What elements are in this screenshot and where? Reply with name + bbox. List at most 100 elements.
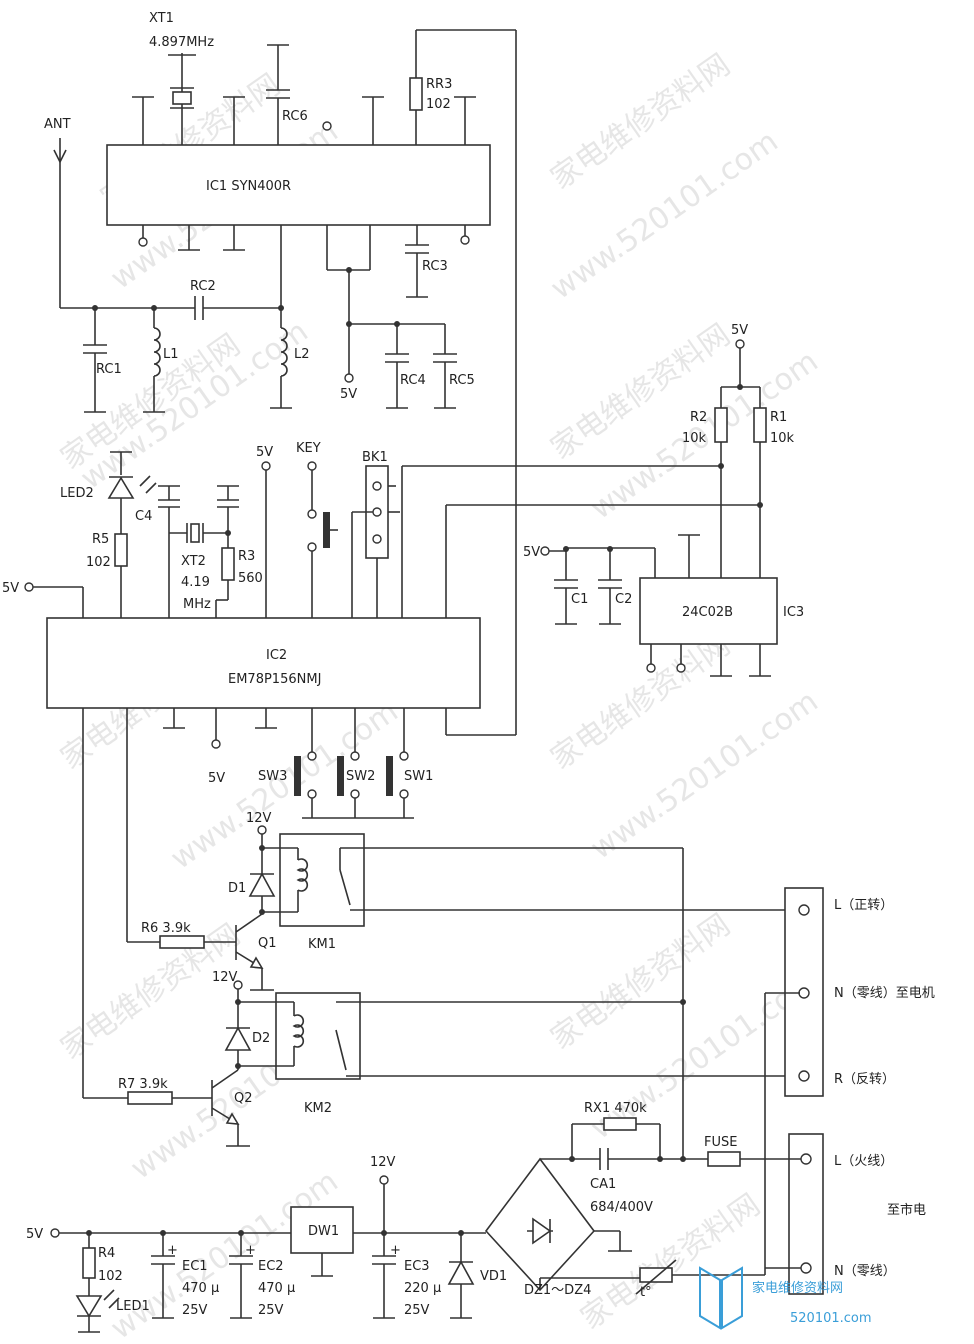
ic2-mcu-section: IC2 EM78P156NMJ 5V LED2 R5 102 C4 XT2: [2, 441, 481, 819]
r7-label: R7 3.9k: [118, 1077, 168, 1092]
sw1-label: SW1: [404, 769, 433, 784]
xt1-label: XT1: [149, 11, 174, 26]
l2-label: L2: [294, 347, 310, 362]
ic3-part: 24C02B: [682, 605, 733, 620]
key-label: KEY: [296, 441, 321, 456]
svg-text:+: +: [390, 1243, 401, 1258]
ec1-capacitance: 470 μ: [182, 1281, 219, 1296]
r3-value: 560: [238, 571, 263, 586]
vcc5-r-label: 5V: [731, 323, 748, 338]
c2-label: C2: [615, 592, 632, 607]
led1-diode: [75, 1295, 103, 1318]
r4-resistor: [82, 1247, 96, 1279]
xt2-crystal: [190, 523, 200, 543]
r7-resistor: [127, 1091, 173, 1105]
v5-left-label: 5V: [2, 581, 19, 596]
rc6-label: RC6: [282, 109, 308, 124]
q1-label: Q1: [258, 936, 277, 951]
term-r-rev-label: R（反转）: [834, 1072, 895, 1087]
r6-resistor: [159, 935, 205, 949]
term-l-live-label: L（火线）: [834, 1154, 893, 1169]
ic1-receiver-section: IC1 SYN400R XT1 4.897MHz RC6 RR3 102: [44, 11, 517, 736]
r2-resistor: [714, 407, 728, 443]
svg-text:t°: t°: [640, 1285, 652, 1300]
d2-diode: [224, 1026, 252, 1051]
d1-diode: [248, 872, 276, 897]
sw2-button: [337, 756, 344, 796]
d1-label: D1: [228, 881, 246, 896]
logo-text: 家电维修资料网: [752, 1280, 843, 1296]
ec2-label: EC2: [258, 1259, 284, 1274]
brand-logo: 家电维修资料网 520101.com: [699, 1266, 872, 1330]
term-n-mains-label: N（零线）: [834, 1264, 896, 1279]
q2-label: Q2: [234, 1091, 253, 1106]
km2-relay: [275, 992, 361, 1080]
km2-label: KM2: [304, 1101, 332, 1116]
ec3-voltage: 25V: [404, 1303, 430, 1318]
ec1-voltage: 25V: [182, 1303, 208, 1318]
vd1-label: VD1: [480, 1269, 507, 1284]
svg-text:+: +: [167, 1243, 178, 1258]
v12-c-label: 12V: [370, 1155, 396, 1170]
q1-transistor: [249, 956, 264, 969]
xt1-frequency: 4.897MHz: [149, 35, 214, 50]
fuse-label: FUSE: [704, 1135, 737, 1150]
v5-a-label: 5V: [340, 387, 357, 402]
watermark-site: www.520101.com: [105, 1164, 345, 1344]
ic3-eeprom-section: 5V R2 10k R1 10k 24C02B IC3 5V: [401, 323, 804, 677]
key-button: [323, 512, 330, 548]
led2-label: LED2: [60, 486, 94, 501]
rr3-value: 102: [426, 97, 451, 112]
r3-label: R3: [238, 549, 255, 564]
r4-label: R4: [98, 1246, 115, 1261]
r1-resistor: [753, 407, 767, 443]
ant-label: ANT: [44, 117, 71, 132]
rc5-label: RC5: [449, 373, 475, 388]
v5-e-label: 5V: [26, 1227, 43, 1242]
r4-value: 102: [98, 1269, 123, 1284]
r5-resistor: [114, 533, 128, 567]
sw2-label: SW2: [346, 769, 375, 784]
v5-c-label: 5V: [523, 545, 540, 560]
led1-label: LED1: [116, 1299, 150, 1314]
xt1-crystal: [172, 91, 192, 105]
l2-inductor: [280, 327, 288, 377]
ic1-body: [106, 144, 491, 226]
ec2-voltage: 25V: [258, 1303, 284, 1318]
r5-label: R5: [92, 532, 109, 547]
q2-transistor: [225, 1112, 240, 1125]
logo-url: 520101.com: [790, 1311, 872, 1326]
r3-resistor: [221, 547, 235, 581]
v12-b-label: 12V: [212, 970, 238, 985]
ic3-body: [639, 577, 778, 645]
sw3-label: SW3: [258, 769, 287, 784]
r6-label: R6 3.9k: [141, 921, 191, 936]
rc4-label: RC4: [400, 373, 426, 388]
vd1-zener: [447, 1260, 475, 1285]
v5-d-label: 5V: [208, 771, 225, 786]
c4-label: C4: [135, 509, 152, 524]
dz-label: DZ1～DZ4: [524, 1283, 591, 1298]
bk1-label: BK1: [362, 450, 388, 465]
ic1-label: IC1 SYN400R: [206, 179, 291, 194]
thermistor: [639, 1267, 673, 1283]
xt2-label: XT2: [181, 554, 206, 569]
xt2-value: 4.19: [181, 575, 210, 590]
fuse: [707, 1151, 741, 1167]
relay-section: R6 3.9k Q1 12V D1 KM1 R7: [82, 708, 935, 1268]
ic3-label: IC3: [783, 605, 804, 620]
km1-label: KM1: [308, 937, 336, 952]
c1-label: C1: [571, 592, 588, 607]
r1-value: 10k: [770, 431, 795, 446]
ic2-body: [46, 617, 481, 709]
rr3-label: RR3: [426, 77, 452, 92]
r2-value: 10k: [682, 431, 707, 446]
svg-text:+: +: [245, 1243, 256, 1258]
rr3-resistor: [409, 77, 423, 111]
l1-label: L1: [163, 347, 179, 362]
term-l-fwd-label: L（正转）: [834, 898, 893, 913]
l1-inductor: [153, 327, 161, 377]
r2-label: R2: [690, 410, 707, 425]
ca1-value: 684/400V: [590, 1200, 653, 1215]
